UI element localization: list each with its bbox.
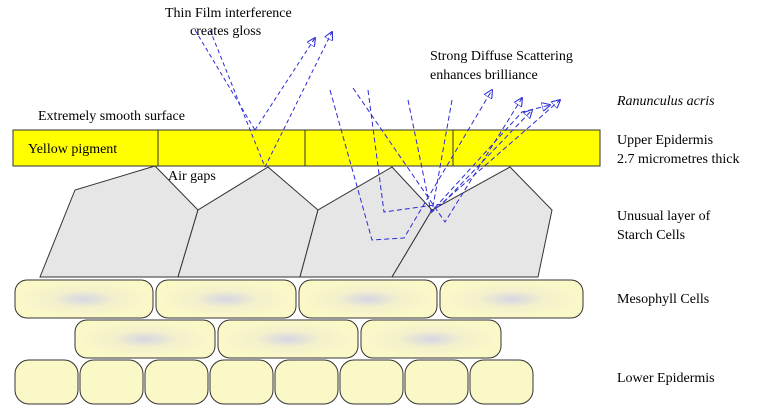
mesophyll-label: Mesophyll Cells xyxy=(617,292,709,307)
reflected-ray xyxy=(254,38,315,131)
lower-epidermis-cell xyxy=(144,359,209,405)
epidermis-cell xyxy=(304,129,454,167)
epidermis-cell xyxy=(12,129,159,167)
starch-cell xyxy=(391,166,553,278)
starch-cells-label-line2: Starch Cells xyxy=(617,228,685,243)
mesophyll-cell xyxy=(360,319,502,359)
epidermis-cell xyxy=(157,129,306,167)
mesophyll-cell xyxy=(439,279,584,319)
lower-epidermis-cell xyxy=(14,359,79,405)
mesophyll-cell xyxy=(14,279,154,319)
starch-cells-label-line1: Unusual layer of xyxy=(617,209,711,224)
diffuse-label-line2: enhances brilliance xyxy=(430,68,538,83)
starch-cell xyxy=(177,166,319,278)
lower-epidermis-cell xyxy=(79,359,144,405)
yellow-pigment-label: Yellow pigment xyxy=(28,142,117,157)
upper-epidermis-label: Upper Epidermis xyxy=(617,133,713,148)
mesophyll-cell xyxy=(155,279,297,319)
diffuse-scattering-rays xyxy=(329,87,560,241)
lower-epidermis-cell xyxy=(274,359,339,405)
lower-epidermis-cell xyxy=(469,359,534,405)
scattered-ray xyxy=(367,89,532,213)
air-gaps-label: Air gaps xyxy=(168,169,216,184)
scattered-ray xyxy=(431,100,560,214)
lower-epidermis-cell xyxy=(339,359,404,405)
incident-ray xyxy=(209,29,266,168)
upper-epidermis-thickness: 2.7 micrometres thick xyxy=(617,152,739,167)
thin-film-label-line2: creates gloss xyxy=(190,24,261,39)
thin-film-rays xyxy=(194,29,332,168)
diffuse-label-line1: Strong Diffuse Scattering xyxy=(430,49,573,64)
smooth-surface-label: Extremely smooth surface xyxy=(38,109,185,124)
species-name: Ranunculus acris xyxy=(616,94,715,109)
scattered-ray xyxy=(407,99,550,214)
lower-epidermis xyxy=(14,359,534,405)
lower-epidermis-label: Lower Epidermis xyxy=(617,371,715,386)
scattered-ray xyxy=(329,90,492,241)
thin-film-label-line1: Thin Film interference xyxy=(165,6,292,21)
lower-epidermis-cell xyxy=(209,359,274,405)
starch-cell xyxy=(299,166,433,278)
lower-epidermis-cell xyxy=(404,359,469,405)
upper-epidermis xyxy=(12,129,601,167)
starch-cell-layer xyxy=(39,165,553,278)
mesophyll-cell xyxy=(74,319,216,359)
mesophyll-layer xyxy=(14,279,584,359)
epidermis-cell xyxy=(452,129,601,167)
incident-ray xyxy=(194,29,256,131)
mesophyll-cell xyxy=(298,279,438,319)
scattered-ray xyxy=(352,87,522,223)
mesophyll-cell xyxy=(217,319,359,359)
starch-cell xyxy=(39,165,199,278)
